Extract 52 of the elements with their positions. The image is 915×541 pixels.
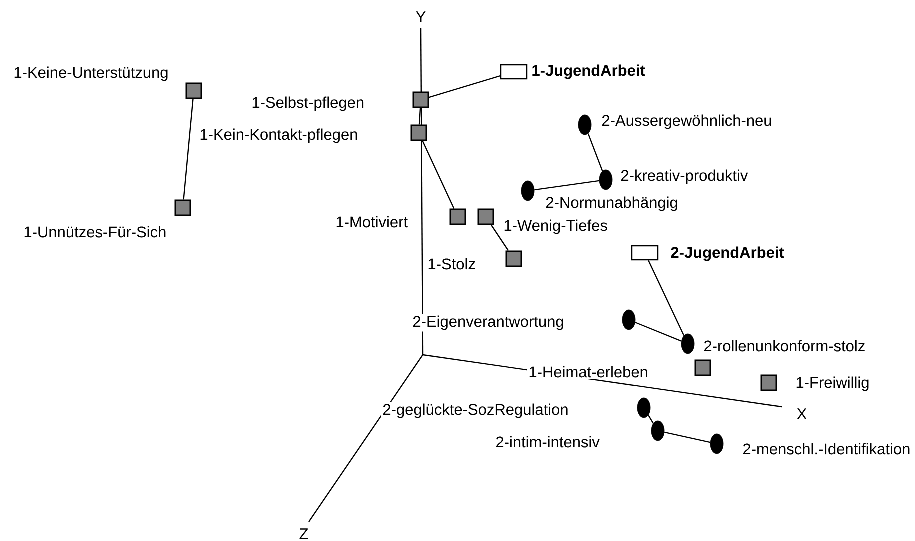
axis-label: Y [414,10,428,24]
point-label: 2-JugendArbeit [669,245,786,263]
connector-line [429,76,501,98]
point-label: 1-Freiwillig [794,375,872,393]
square-marker [450,208,466,226]
connector-line [635,322,682,342]
point-label: 1-Stolz [426,256,478,272]
point-label: 1-Kein-Kontakt-pflegen [198,127,360,145]
square-marker [694,360,712,376]
point-label: 2-intim-intensiv [494,434,602,450]
circle-marker [651,420,665,442]
point-label: 1-Unnützes-Für-Sich [22,224,168,240]
circle-marker [681,334,695,354]
connector-line [491,224,509,252]
square-marker [412,92,430,108]
square-marker [174,200,192,216]
point-label: 1-Keine-Unterstützung [12,65,170,83]
square-marker [760,374,778,392]
point-label: 2-Normunabhängig [544,195,680,213]
connector-line [648,260,685,336]
square-marker [186,82,202,100]
axis-label: X [795,407,809,421]
circle-marker [521,180,535,202]
connector-line [664,432,710,444]
connector-line [418,108,422,125]
point-label: 2-geglückte-SozRegulation [381,402,570,420]
circle-marker [578,114,592,136]
circle-marker [637,398,651,418]
point-label: 1-Selbst-pflegen [250,95,366,113]
point-label: 2-rollenunkonform-stolz [702,338,868,354]
square-marker [506,250,522,268]
point-label: 1-Motiviert [334,214,410,230]
point-label: 2-Eigenverantwortung [411,314,566,332]
rectangle-marker [500,64,528,80]
circle-marker [710,434,724,454]
connector-line [648,415,654,424]
rectangle-marker [631,245,659,261]
connector-line [183,99,194,200]
square-marker [410,124,428,142]
connector-line [534,180,600,191]
point-label: 2-menschl.-Identifikation [741,442,912,456]
square-marker [478,208,494,226]
point-label: 1-JugendArbeit [530,63,647,81]
circle-marker [599,170,613,190]
circle-marker [622,310,636,330]
connector-line [422,141,455,209]
point-label: 2-kreativ-produktiv [619,168,750,186]
point-label: 1-Heimat-erleben [527,364,650,380]
point-label: 1-Wenig-Tiefes [502,218,610,236]
connector-line [588,134,604,172]
axis-label: Z [298,527,310,541]
point-label: 2-Aussergewöhnlich-neu [600,113,774,131]
